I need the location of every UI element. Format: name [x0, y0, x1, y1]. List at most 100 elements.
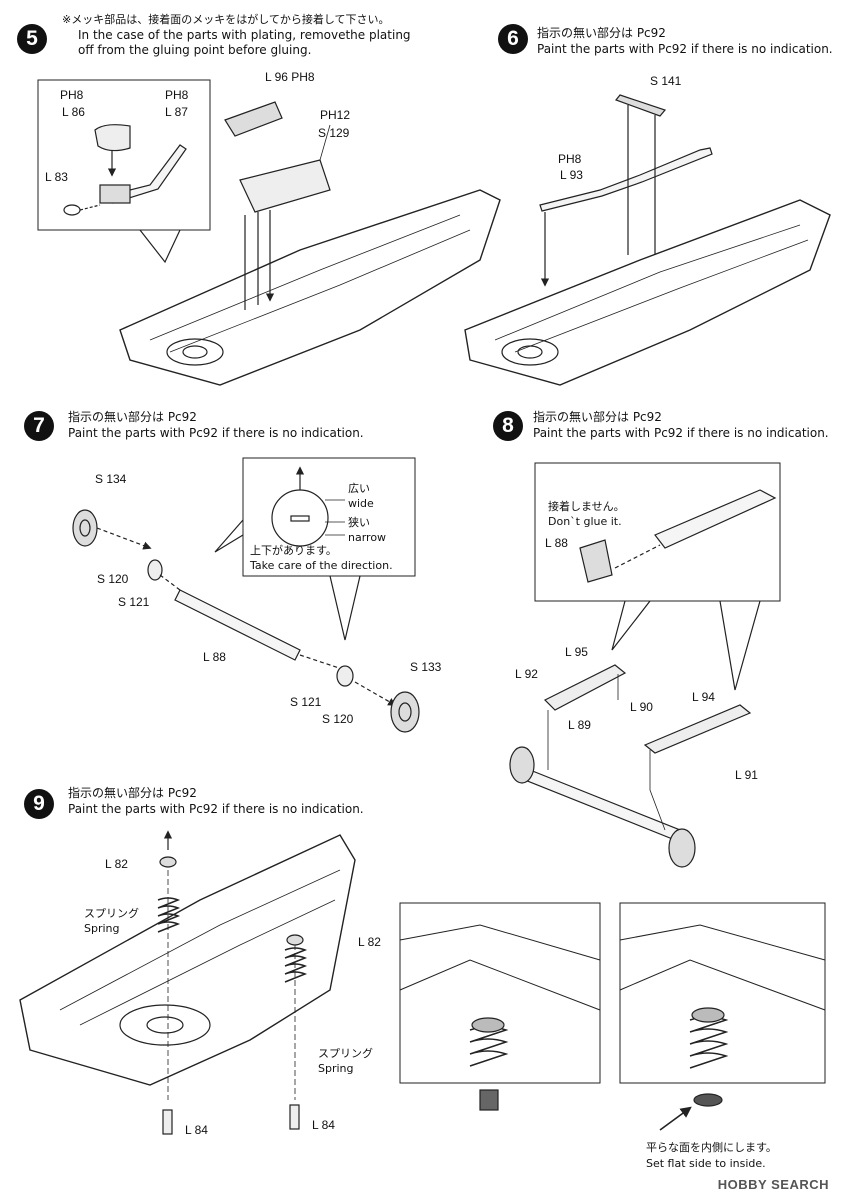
step5-inset-box	[37, 79, 211, 231]
part-l86-sleeve	[94, 124, 131, 152]
step-8-en-note: Paint the parts with Pc92 if there is no…	[533, 426, 829, 440]
label-s134: S 134	[95, 472, 127, 486]
label-flat-jp: 平らな面を内側にします。	[646, 1141, 777, 1154]
detail-box-left	[399, 902, 601, 1084]
label-l94: L 94	[692, 690, 715, 704]
label-noglue-jp: 接着しません。	[548, 500, 625, 513]
step-8-jp-note: 指示の無い部分は Pc92	[533, 410, 662, 424]
label-spring-en-b: Spring	[318, 1062, 354, 1075]
label-l86: L 86	[62, 105, 85, 119]
label-ph8: PH8	[558, 152, 582, 166]
label-ph8-b: PH8	[165, 88, 189, 102]
step8-axle	[524, 769, 681, 841]
label-spring-jp-a: スプリング	[84, 907, 139, 920]
watermark: HOBBY SEARCH	[717, 1177, 829, 1192]
step5-inset-callout	[139, 229, 181, 264]
step8-wheel-right	[668, 828, 696, 868]
detail-box-right	[619, 902, 826, 1084]
step-5-en-note-1: In the case of the parts with plating, r…	[78, 28, 411, 42]
part-s133	[390, 691, 420, 733]
detail-spring-left	[469, 1026, 509, 1067]
part-s121-b	[336, 665, 354, 687]
step-9-en-note: Paint the parts with Pc92 if there is no…	[68, 802, 364, 816]
label-wide-en: wide	[348, 497, 374, 510]
label-l82-a: L 82	[105, 857, 128, 871]
label-l84-a: L 84	[185, 1123, 208, 1137]
step-9-jp-note: 指示の無い部分は Pc92	[68, 786, 197, 800]
step8-wheel-left	[509, 746, 535, 784]
label-wide-jp: 広い	[348, 482, 370, 495]
label-l83: L 83	[45, 170, 68, 184]
label-l91: L 91	[735, 768, 758, 782]
label-l90: L 90	[630, 700, 653, 714]
part-s134	[72, 509, 98, 547]
step-9-badge: 9	[24, 789, 54, 819]
label-l88-step8: L 88	[545, 536, 568, 550]
label-s120-a: S 120	[97, 572, 129, 586]
part-muffler	[99, 184, 131, 204]
label-l84-b: L 84	[312, 1118, 335, 1132]
part-l96	[224, 101, 283, 137]
step-7-badge: 7	[24, 411, 54, 441]
label-noglue-en: Don`t glue it.	[548, 515, 622, 528]
label-spring-jp-b: スプリング	[318, 1047, 373, 1060]
step8-inset-box	[534, 462, 781, 602]
step-7-jp-note: 指示の無い部分は Pc92	[68, 410, 197, 424]
label-l87: L 87	[165, 105, 188, 119]
step8-arm-l95	[543, 664, 627, 711]
part-l82-b	[286, 934, 304, 946]
label-s121-b: S 121	[290, 695, 322, 709]
step-5-badge: 5	[17, 24, 47, 54]
part-l84-a	[162, 1109, 173, 1135]
label-s129: S 129	[318, 126, 350, 140]
label-direction-jp: 上下があります。	[250, 544, 337, 557]
label-l93: L 93	[560, 168, 583, 182]
part-l83-pin	[63, 204, 81, 216]
step9-spare-tire	[119, 1004, 211, 1046]
label-l82-b: L 82	[358, 935, 381, 949]
step-5-jp-note: ※メッキ部品は、接着面のメッキをはがしてから接着して下さい。	[62, 13, 390, 26]
step5-chassis	[119, 189, 501, 386]
step9-chassis	[19, 834, 356, 1086]
label-l92: L 92	[515, 667, 538, 681]
step6-part-l93	[539, 147, 713, 212]
label-s141: S 141	[650, 74, 682, 88]
label-s121-a: S 121	[118, 595, 150, 609]
label-direction-en: Take care of the direction.	[250, 559, 393, 572]
step7-direction-diagram	[271, 489, 329, 547]
step6-chassis	[464, 199, 831, 386]
step-7-en-note: Paint the parts with Pc92 if there is no…	[68, 426, 364, 440]
step9-spring-left	[157, 897, 181, 933]
part-s121-a	[147, 559, 163, 581]
part-l82-a	[159, 856, 177, 868]
part-l88-bracket	[579, 539, 613, 583]
label-spring-en-a: Spring	[84, 922, 120, 935]
step-5-en-note-2: off from the gluing point before gluing.	[78, 43, 312, 57]
step-8-badge: 8	[493, 411, 523, 441]
label-s120-b: S 120	[322, 712, 354, 726]
step8-inset-arm	[654, 489, 777, 549]
label-narrow-en: narrow	[348, 531, 387, 544]
step5-spare-tire	[166, 338, 224, 366]
step8-arm-l94	[643, 704, 752, 754]
step7-inset-callout	[214, 519, 244, 553]
label-ph8-a: PH8	[60, 88, 84, 102]
step-6-en-note: Paint the parts with Pc92 if there is no…	[537, 42, 833, 56]
label-l89: L 89	[568, 718, 591, 732]
part-l88-axle	[174, 589, 301, 661]
label-l95: L 95	[565, 645, 588, 659]
step6-spare-tire	[501, 338, 559, 366]
label-s133: S 133	[410, 660, 442, 674]
label-l96: L 96 PH8	[265, 70, 315, 84]
step9-spring-right	[284, 947, 308, 983]
step-6-jp-note: 指示の無い部分は Pc92	[537, 26, 666, 40]
part-l84-b	[289, 1104, 300, 1130]
label-l88: L 88	[203, 650, 226, 664]
detail-spring-right	[689, 1016, 729, 1069]
step6-part-s141	[615, 94, 667, 117]
label-narrow-jp: 狭い	[348, 516, 370, 529]
label-flat-en: Set flat side to inside.	[646, 1157, 766, 1170]
label-ph12: PH12	[320, 108, 351, 122]
step7-inset-box	[242, 457, 416, 577]
